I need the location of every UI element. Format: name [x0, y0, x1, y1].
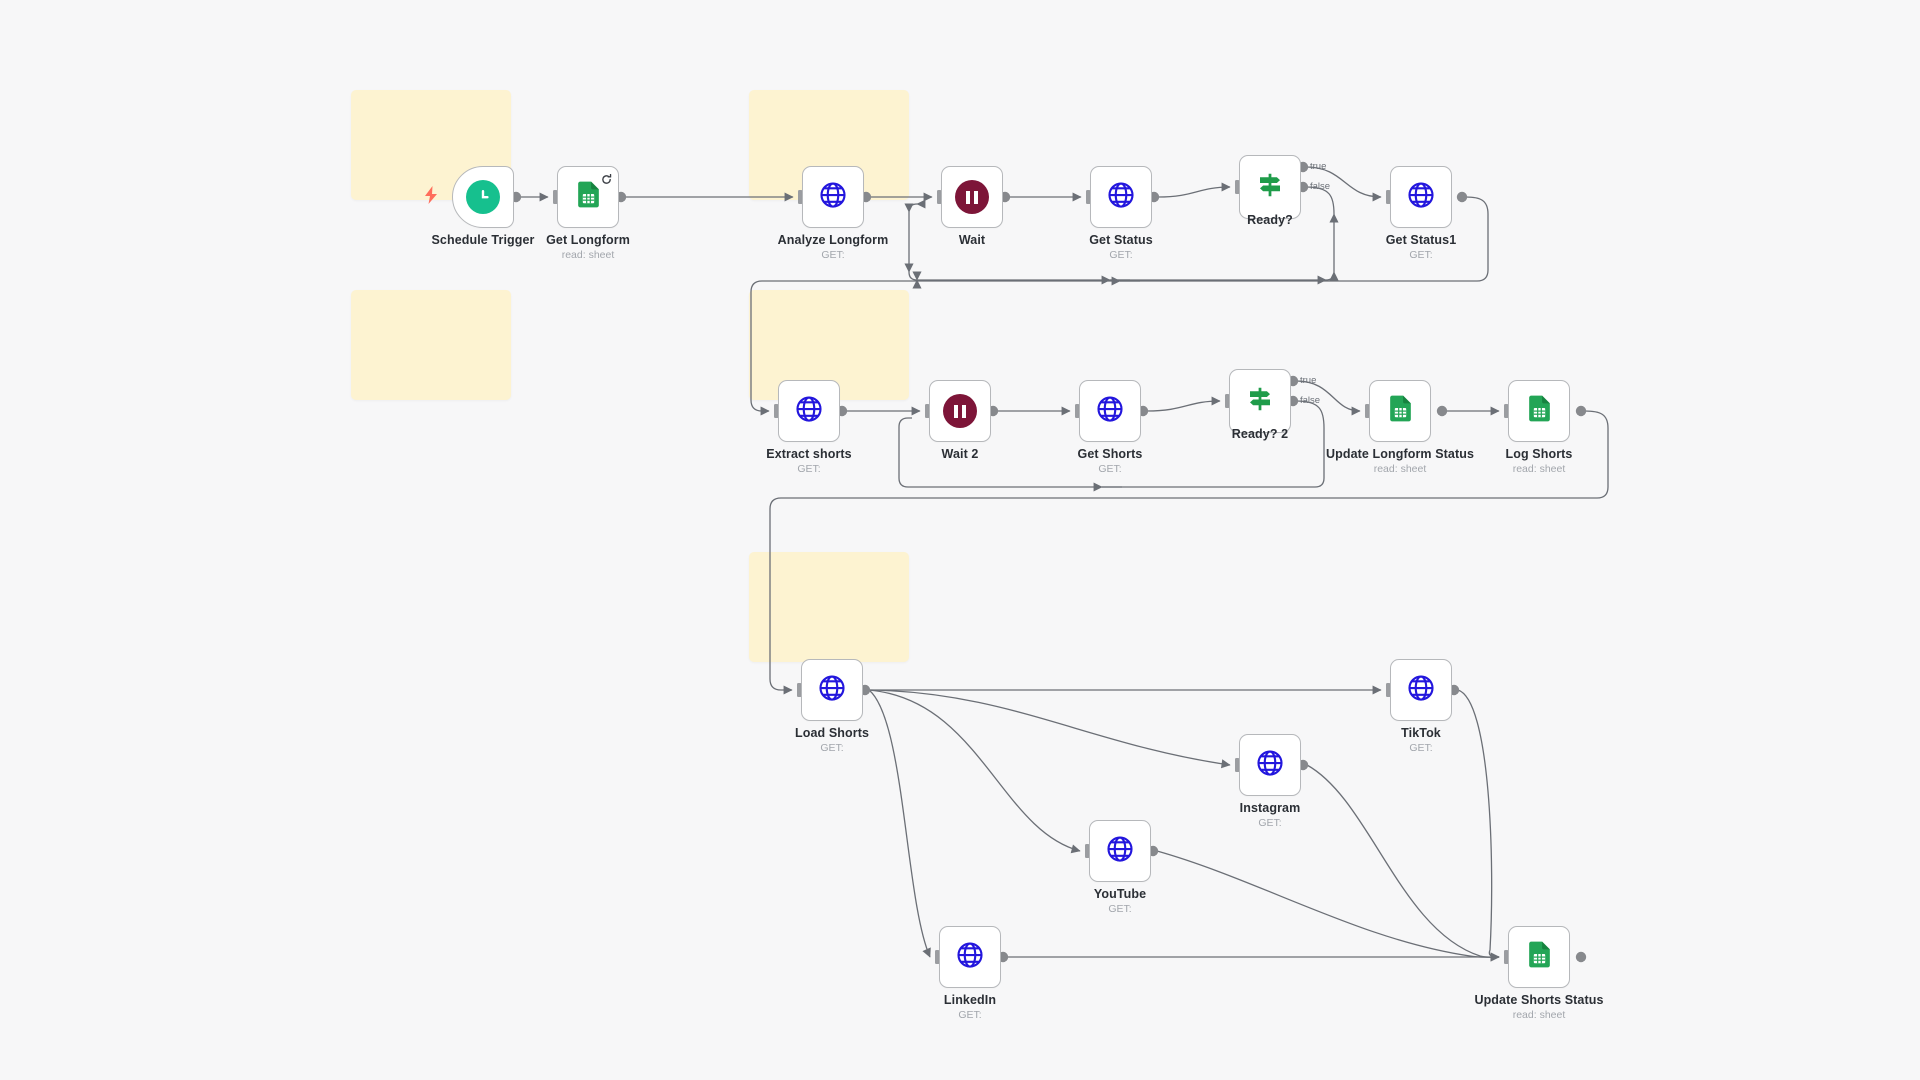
- sticky-note-5[interactable]: [749, 552, 909, 662]
- node-youtube[interactable]: [1089, 820, 1151, 882]
- globe-icon: [1255, 748, 1285, 783]
- node-sublabel-get-shorts: GET:: [1098, 463, 1122, 475]
- globe-icon: [1095, 394, 1125, 429]
- node-label-log-shorts: Log Shorts: [1505, 447, 1573, 461]
- sticky-note-2[interactable]: [351, 290, 511, 400]
- node-sublabel-get-status1: GET:: [1409, 249, 1433, 261]
- switch-icon: [1245, 384, 1275, 419]
- node-sublabel-extract-shorts: GET:: [797, 463, 821, 475]
- node-label-get-longform: Get Longform: [546, 233, 630, 247]
- node-extract-shorts[interactable]: [778, 380, 840, 442]
- node-tiktok[interactable]: [1390, 659, 1452, 721]
- globe-icon: [1106, 180, 1136, 215]
- retry-icon: [601, 172, 612, 184]
- globe-icon: [818, 180, 848, 215]
- port-label-ready-true: true: [1310, 161, 1327, 172]
- node-ready-2[interactable]: [1229, 369, 1291, 433]
- node-update-shorts-status[interactable]: [1508, 926, 1570, 988]
- node-label-load-shorts: Load Shorts: [794, 726, 870, 740]
- node-sublabel-instagram: GET:: [1258, 817, 1282, 829]
- node-get-status[interactable]: [1090, 166, 1152, 228]
- node-label-linkedin: LinkedIn: [943, 993, 997, 1007]
- pause-icon: [955, 180, 989, 214]
- node-sublabel-linkedin: GET:: [958, 1009, 982, 1021]
- node-label-youtube: YouTube: [1093, 887, 1147, 901]
- trigger-bolt-icon: [424, 186, 438, 207]
- node-label-ready: Ready?: [1247, 213, 1293, 227]
- node-log-shorts[interactable]: [1508, 380, 1570, 442]
- node-get-longform[interactable]: [557, 166, 619, 228]
- port-label-ready-false: false: [1310, 181, 1331, 192]
- node-label-get-status1: Get Status1: [1385, 233, 1457, 247]
- node-label-ready-2: Ready? 2: [1231, 427, 1289, 441]
- port-label-ready-2-true: true: [1300, 375, 1317, 386]
- node-sublabel-log-shorts: read: sheet: [1512, 463, 1566, 475]
- node-load-shorts[interactable]: [801, 659, 863, 721]
- node-sublabel-analyze-longform: GET:: [821, 249, 845, 261]
- clock-icon: [466, 180, 500, 214]
- globe-icon: [955, 940, 985, 975]
- globe-icon: [817, 673, 847, 708]
- google-sheets-icon: [1524, 393, 1555, 429]
- port-label-ready-2-false: false: [1300, 395, 1321, 406]
- node-wait-2[interactable]: [929, 380, 991, 442]
- node-label-schedule-trigger: Schedule Trigger: [431, 233, 535, 247]
- google-sheets-icon: [573, 179, 604, 215]
- google-sheets-icon: [1385, 393, 1416, 429]
- node-label-update-shorts-status: Update Shorts Status: [1474, 993, 1604, 1007]
- node-sublabel-tiktok: GET:: [1409, 742, 1433, 754]
- node-wait[interactable]: [941, 166, 1003, 228]
- node-update-longform-status[interactable]: [1369, 380, 1431, 442]
- node-sublabel-load-shorts: GET:: [820, 742, 844, 754]
- node-get-status1[interactable]: [1390, 166, 1452, 228]
- node-label-get-shorts: Get Shorts: [1077, 447, 1143, 461]
- globe-icon: [1406, 673, 1436, 708]
- node-schedule-trigger[interactable]: [452, 166, 514, 228]
- node-ready[interactable]: [1239, 155, 1301, 219]
- node-sublabel-youtube: GET:: [1108, 903, 1132, 915]
- node-label-get-status: Get Status: [1089, 233, 1153, 247]
- globe-icon: [794, 394, 824, 429]
- node-sublabel-update-shorts-status: read: sheet: [1512, 1009, 1566, 1021]
- google-sheets-icon: [1524, 939, 1555, 975]
- globe-icon: [1105, 834, 1135, 869]
- node-get-shorts[interactable]: [1079, 380, 1141, 442]
- switch-icon: [1255, 170, 1285, 205]
- node-sublabel-get-longform: read: sheet: [561, 249, 615, 261]
- node-label-instagram: Instagram: [1239, 801, 1301, 815]
- node-linkedin[interactable]: [939, 926, 1001, 988]
- node-label-tiktok: TikTok: [1401, 726, 1441, 740]
- node-analyze-longform[interactable]: [802, 166, 864, 228]
- globe-icon: [1406, 180, 1436, 215]
- node-sublabel-get-status: GET:: [1109, 249, 1133, 261]
- pause-icon: [943, 394, 977, 428]
- node-instagram[interactable]: [1239, 734, 1301, 796]
